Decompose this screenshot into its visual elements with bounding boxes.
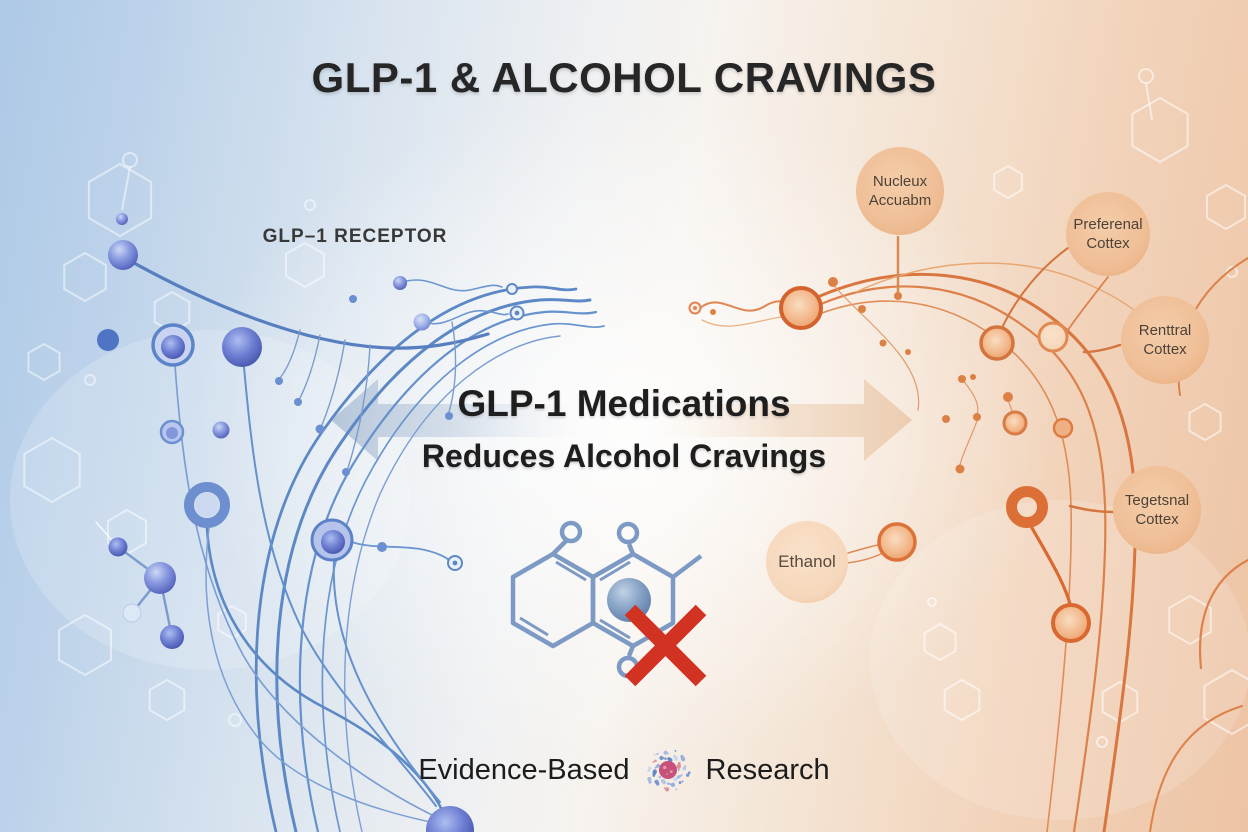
blue-neural-network — [95, 256, 605, 832]
center-headline: GLP-1 Medications — [457, 383, 791, 424]
page-title: GLP-1 & ALCOHOL CRAVINGS — [311, 54, 937, 101]
research-cluster-icon — [646, 749, 691, 792]
center-glow — [195, 100, 1055, 760]
bubble-rentral-cortex — [1121, 296, 1209, 384]
bubble-tegetsnal-cortex — [1113, 466, 1201, 554]
left-arrow-icon — [331, 379, 585, 461]
orange-network-nodes — [710, 277, 1091, 643]
right-arrow-icon — [660, 379, 912, 461]
bubble-label-ethanol: Ethanol — [778, 552, 836, 572]
brain-region-bubbles — [766, 147, 1209, 603]
bubble-label-prefrontal-cortex: Preferenal Cottex — [1073, 215, 1143, 252]
bubble-label-rentral-cortex: Renttral Cottex — [1138, 321, 1192, 358]
bubble-nucleus-accumbens — [856, 147, 944, 235]
center-subheadline: Reduces Alcohol Cravings — [421, 438, 827, 474]
research-text: Research — [705, 753, 830, 786]
glp1-receptor-label: GLP–1 RECEPTOR — [262, 226, 448, 247]
footer: Evidence-Based Research — [0, 742, 1248, 798]
bubble-prefrontal-cortex — [1066, 192, 1150, 276]
bubble-ethanol — [766, 521, 848, 603]
hexagon-pattern-left — [23, 152, 325, 727]
red-x-icon — [624, 604, 707, 687]
blue-network-nodes — [97, 213, 474, 832]
bubble-label-nucleus-accumbens: Nucleux Accuabm — [868, 172, 932, 209]
bubble-label-tegetsnal-cortex: Tegetsnal Cottex — [1124, 491, 1190, 528]
evidence-based-text: Evidence-Based — [418, 753, 630, 786]
